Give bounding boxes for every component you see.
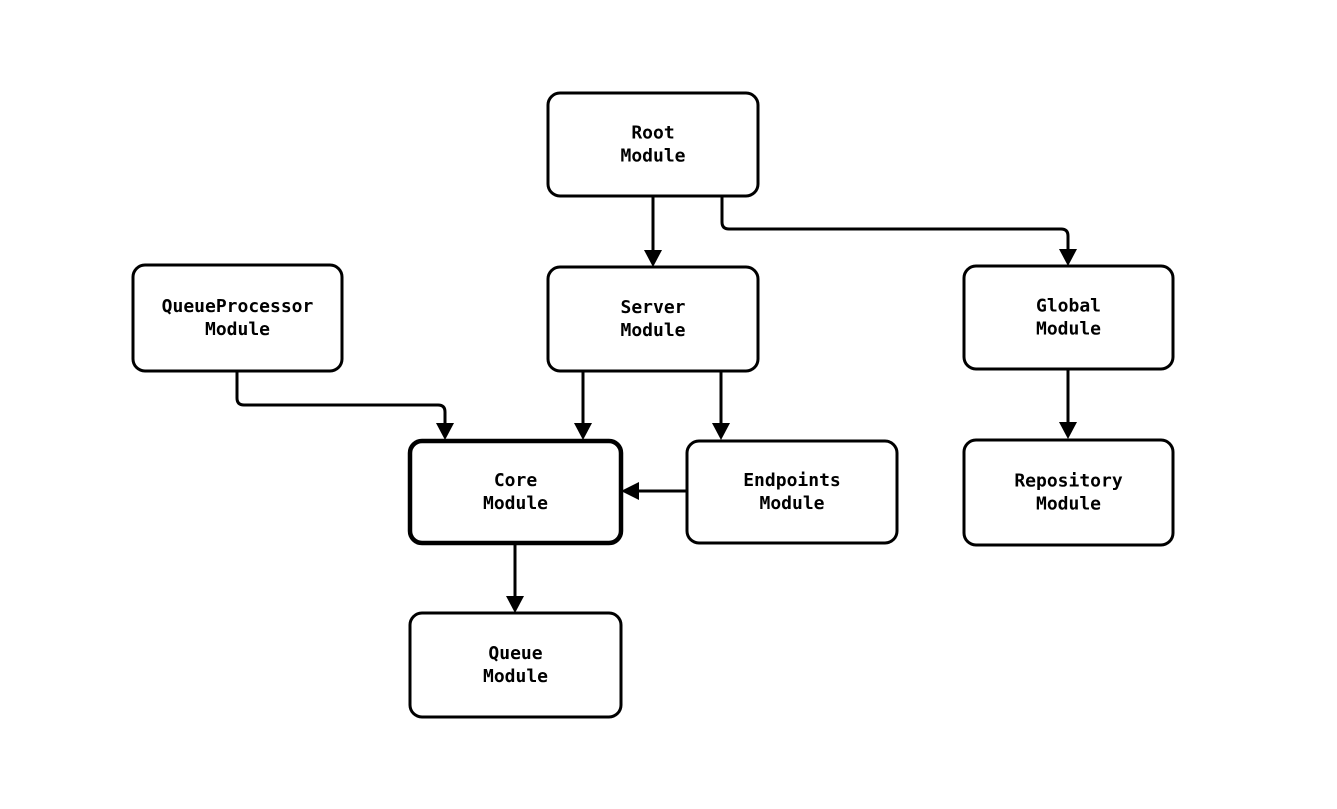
core-module-node-label-line2: Module	[483, 493, 548, 514]
edge-queueprocessor-to-core	[235, 371, 454, 440]
edge-core-to-queue	[506, 543, 524, 613]
edge-queueprocessor-to-core-line	[235, 371, 447, 432]
root-module-node-box[interactable]	[546, 91, 760, 198]
server-module-node-box[interactable]	[546, 265, 760, 373]
edge-root-to-global-arrowhead-icon	[1059, 249, 1077, 266]
global-module-node-label-line1: Global	[1036, 296, 1101, 317]
edge-endpoints-to-core-arrowhead-icon	[621, 482, 639, 500]
repository-module-node-label-line2: Module	[1036, 494, 1101, 515]
root-module-node-label-line2: Module	[620, 146, 685, 167]
endpoints-module-node-label-line1: Endpoints	[743, 470, 841, 491]
edge-endpoints-to-core	[621, 482, 687, 500]
edge-server-to-core-arrowhead-icon	[574, 423, 592, 440]
repository-module-node-box[interactable]	[962, 438, 1175, 547]
repository-module-node-label-line1: Repository	[1014, 471, 1123, 492]
queueprocessor-module-node-label-line1: QueueProcessor	[162, 296, 314, 317]
edge-root-to-server-arrowhead-icon	[644, 250, 662, 267]
edge-server-to-endpoints-arrowhead-icon	[712, 423, 730, 440]
edges-layer	[235, 196, 1077, 613]
queue-module-node-label-line1: Queue	[488, 643, 542, 664]
edge-global-to-repository	[1059, 369, 1077, 439]
endpoints-module-node-label-line2: Module	[759, 493, 824, 514]
edge-server-to-core	[574, 371, 592, 440]
core-module-node-box[interactable]	[407, 438, 624, 546]
global-module-node-label-line2: Module	[1036, 319, 1101, 340]
edge-global-to-repository-arrowhead-icon	[1059, 422, 1077, 439]
server-module-node-label-line1: Server	[620, 297, 685, 318]
edge-server-to-endpoints	[712, 371, 730, 440]
edge-queueprocessor-to-core-arrowhead-icon	[436, 423, 454, 440]
edge-root-to-server	[644, 196, 662, 267]
edge-root-to-global-line	[720, 196, 1070, 258]
queueprocessor-module-node-label-line2: Module	[205, 319, 270, 340]
root-module-node-label-line1: Root	[631, 123, 674, 144]
edge-core-to-queue-arrowhead-icon	[506, 596, 524, 613]
nodes-layer: RootModuleQueueProcessorModuleServerModu…	[131, 91, 1175, 719]
endpoints-module-node-box[interactable]	[685, 439, 899, 545]
server-module-node-label-line2: Module	[620, 320, 685, 341]
global-module-node-box[interactable]	[962, 264, 1175, 371]
core-module-node-label-line1: Core	[494, 470, 538, 491]
queue-module-node-box[interactable]	[408, 611, 623, 719]
edge-root-to-global	[720, 196, 1077, 266]
queueprocessor-module-node-box[interactable]	[131, 263, 344, 373]
queue-module-node-label-line2: Module	[483, 666, 548, 687]
